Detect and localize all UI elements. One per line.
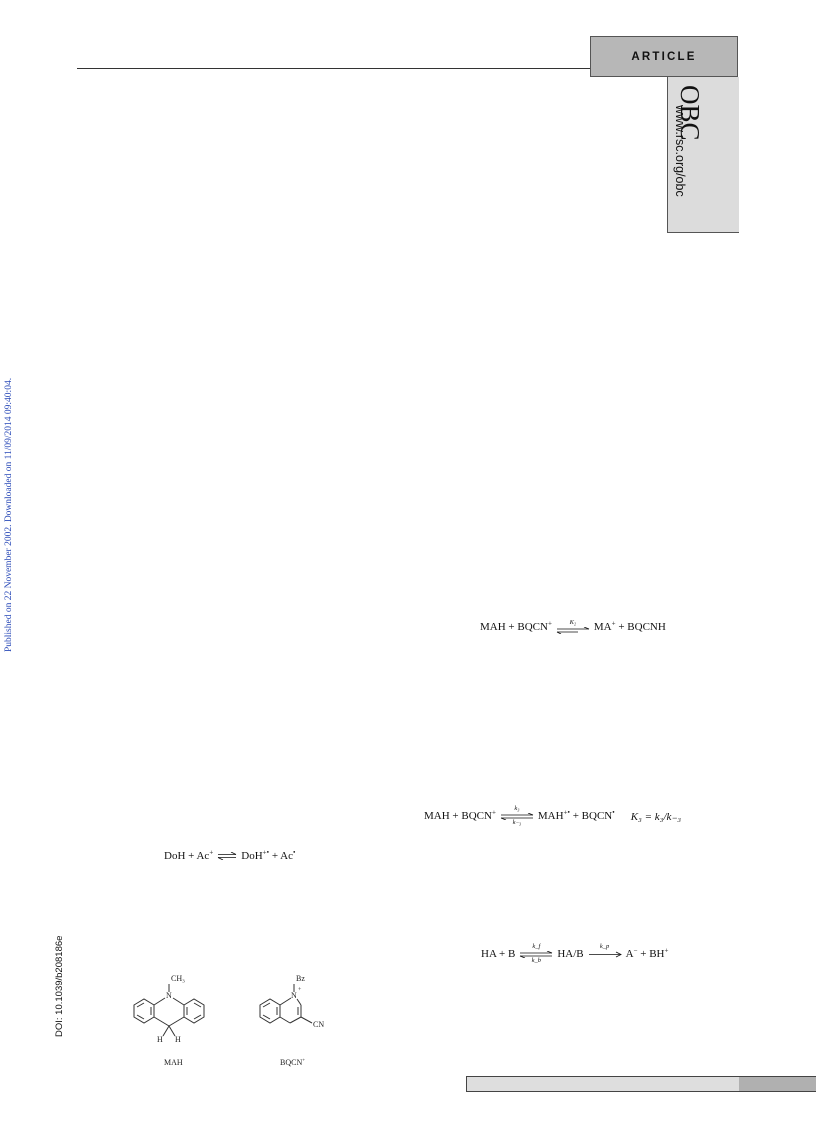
article-tab: ARTICLE — [590, 36, 738, 77]
equation-2: MAH + BQCN+ k₃ k₋₃ MAH+• + BQCN• K₃ = k₃… — [424, 805, 682, 826]
header-rule — [77, 68, 592, 69]
reaction-arrow: k_p k — [588, 943, 622, 964]
article-label: ARTICLE — [631, 50, 697, 63]
equation-3: DoH + Ac+ DoH+• + Ac• — [164, 848, 296, 862]
bqcn-label: BQCN+ — [280, 1058, 306, 1067]
bqcn-structure-drawing — [259, 984, 313, 1024]
footer-bar — [466, 1076, 740, 1092]
footer-bar-accent — [739, 1076, 816, 1092]
journal-badge: OBC www.rsc.org/obc — [667, 77, 739, 233]
equilibrium-arrow: k_f k_b — [519, 943, 553, 964]
equilibrium-arrow — [217, 852, 237, 860]
mah-label: MAH — [164, 1058, 183, 1067]
doi-label: DOI: 10.1039/b208186e — [54, 935, 65, 1037]
journal-url[interactable]: www.rsc.org/obc — [673, 105, 687, 197]
equilibrium-arrow: K₂ — [556, 619, 590, 634]
mah-structure-drawing — [133, 984, 205, 1037]
bqcn-structure: Bz N + CN BQCN+ — [254, 970, 354, 1070]
equation-1: MAH + BQCN+ K₂ MA+ + BQCNH — [480, 619, 666, 634]
published-note[interactable]: Published on 22 November 2002. Downloade… — [4, 377, 14, 652]
equilibrium-arrow: k₃ k₋₃ — [500, 805, 534, 826]
equation-4: HA + B k_f k_b HA/B k_p k A− + BH+ — [481, 943, 669, 964]
mah-structure: CH₃ N H H MAH — [124, 970, 224, 1070]
